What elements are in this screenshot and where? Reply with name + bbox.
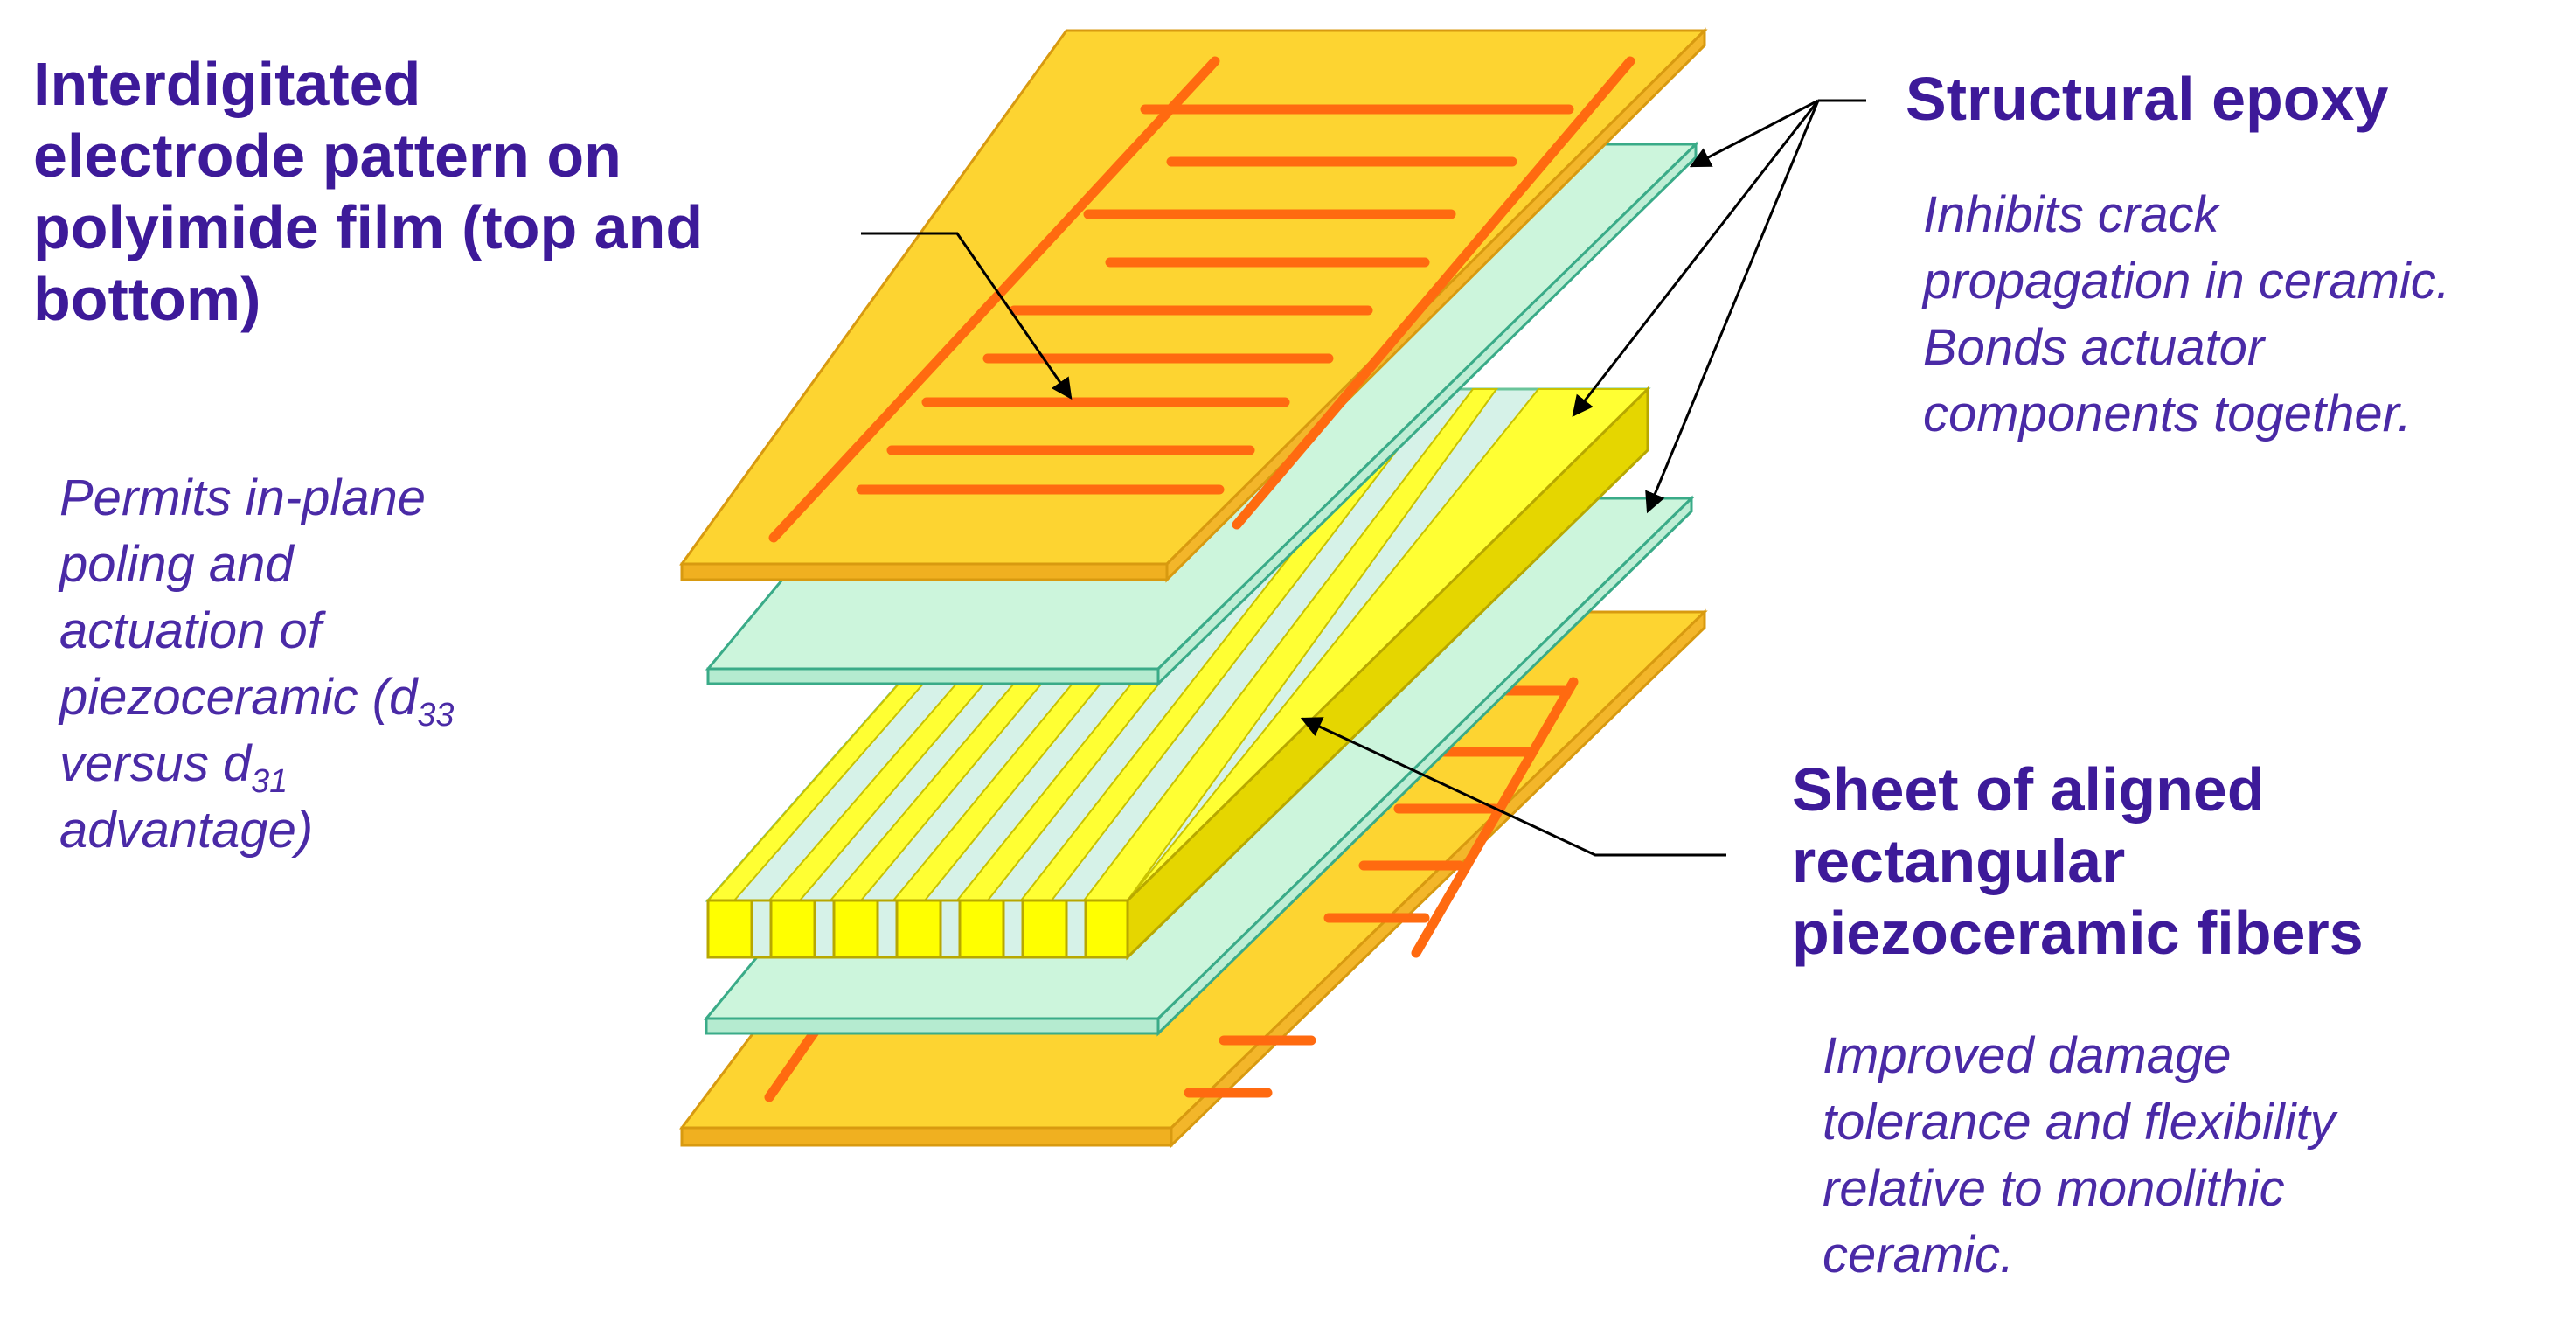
d31-text: versus d	[59, 735, 252, 792]
d33-subscript: 33	[417, 696, 455, 734]
electrode-desc-line-2: poling and	[59, 536, 294, 593]
fibers-title-line-3: piezoceramic fibers	[1792, 899, 2364, 967]
d33-text: piezoceramic (d	[59, 669, 418, 726]
electrode-title-line-1: Interdigitated	[33, 50, 421, 118]
electrode-title-line-2: electrode pattern on	[33, 122, 621, 190]
bottom-electrode-traces	[764, 677, 1579, 1102]
epoxy-title: Structural epoxy	[1906, 63, 2388, 135]
epoxy-arrow-2	[1572, 100, 1820, 417]
top-electrode-film	[679, 27, 1708, 583]
epoxy-desc-line-3: Bonds actuator	[1923, 319, 2265, 376]
top-electrode-traces	[768, 56, 1635, 543]
fibers-desc-line-3: relative to monolithic	[1823, 1160, 2285, 1217]
electrode-desc-line-1: Permits in-plane	[59, 469, 427, 526]
epoxy-arrow-3	[1645, 100, 1820, 514]
fibers-description: Improved damage tolerance and flexibilit…	[1823, 1023, 2336, 1289]
fibers-title-line-1: Sheet of aligned	[1792, 755, 2265, 824]
epoxy-desc-line-1: Inhibits crack	[1923, 186, 2219, 243]
electrode-description: Permits in-plane poling and actuation of…	[59, 465, 454, 864]
fibers-title: Sheet of aligned rectangular piezocerami…	[1792, 754, 2364, 969]
epoxy-desc-line-2: propagation in ceramic.	[1923, 253, 2450, 309]
fiber-arrow	[1300, 717, 1726, 857]
fiber-cross-sections	[706, 899, 1129, 959]
electrode-desc-line-6: advantage)	[59, 802, 314, 859]
fibers-title-line-2: rectangular	[1792, 827, 2126, 895]
fibers-desc-line-2: tolerance and flexibility	[1823, 1094, 2336, 1151]
epoxy-arrow-1	[1689, 99, 1819, 168]
epoxy-title-text: Structural epoxy	[1906, 65, 2389, 133]
electrode-title: Interdigitated electrode pattern on poly…	[33, 48, 703, 335]
electrode-title-line-3: polyimide film (top and	[33, 193, 704, 261]
epoxy-desc-line-4: components together.	[1923, 386, 2412, 442]
electrode-desc-line-4: piezoceramic (d33	[59, 664, 454, 731]
electrode-title-line-4: bottom)	[33, 265, 261, 333]
d31-subscript: 31	[251, 762, 288, 800]
fibers-desc-line-1: Improved damage	[1823, 1027, 2232, 1084]
fibers-desc-line-4: ceramic.	[1823, 1227, 2015, 1283]
electrode-desc-line-3: actuation of	[59, 602, 322, 659]
epoxy-description: Inhibits crack propagation in ceramic. B…	[1923, 182, 2450, 448]
annotation-arrows	[861, 99, 1866, 857]
electrode-desc-line-5: versus d31	[59, 731, 454, 797]
electrode-arrow	[861, 232, 1073, 400]
